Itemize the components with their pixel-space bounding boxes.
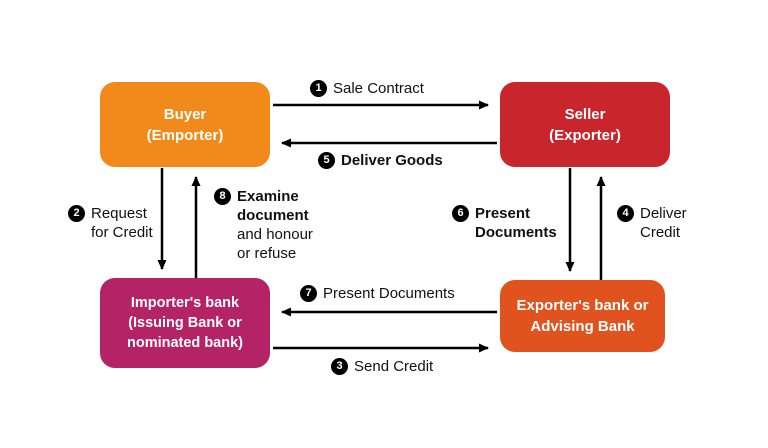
step-8-badge: 8 [214,188,231,205]
request-credit-label: 2 Request for Credit [68,204,153,242]
deliver-credit-label: 4 Deliver Credit [617,204,687,242]
seller-title: Seller [564,105,606,123]
seller-node: Seller (Exporter) [500,82,670,167]
deliver-goods-text: Deliver Goods [341,152,443,169]
buyer-title: Buyer [163,105,207,123]
present-documents-right-label: 6 Present Documents [452,204,557,242]
examine-line1: Examine [237,188,299,205]
step-7-badge: 7 [300,285,317,302]
examine-line4: or refuse [237,245,297,262]
step-3-badge: 3 [331,358,348,375]
importer-bank-node: Importer's bank (Issuing Bank or nominat… [100,278,270,368]
sale-contract-label: 1 Sale Contract [310,79,424,98]
present-docs-right-line1: Present [475,205,531,222]
step-4-badge: 4 [617,205,634,222]
examine-line2: document [237,207,309,224]
request-credit-line2: for Credit [91,224,153,241]
step-6-badge: 6 [452,205,469,222]
send-credit-label: 3 Send Credit [331,357,433,376]
request-credit-line1: Request [91,205,147,222]
importer-bank-line2: (Issuing Bank or [128,315,242,331]
step-5-badge: 5 [318,152,335,169]
importer-bank-line1: Importer's bank [130,295,240,311]
exporter-bank-line2: Advising Bank [530,318,635,335]
present-documents-bottom-label: 7 Present Documents [300,284,455,303]
deliver-credit-line2: Credit [640,224,681,241]
exporter-bank-line1: Exporter's bank or [516,297,649,314]
sale-contract-text: Sale Contract [333,80,424,97]
examine-line3: and honour [237,226,313,243]
seller-subtitle: (Exporter) [549,126,621,144]
deliver-goods-label: 5 Deliver Goods [318,151,443,170]
present-docs-right-line2: Documents [475,224,557,241]
step-2-badge: 2 [68,205,85,222]
deliver-credit-line1: Deliver [640,205,687,222]
step-1-badge: 1 [310,80,327,97]
buyer-node: Buyer (Emporter) [100,82,270,167]
send-credit-text: Send Credit [354,358,434,375]
examine-document-label: 8 Examine document and honour or refuse [214,187,313,263]
importer-bank-line3: nominated bank) [126,335,243,351]
present-docs-bottom-text: Present Documents [323,285,455,302]
buyer-subtitle: (Emporter) [146,126,224,144]
exporter-bank-node: Exporter's bank or Advising Bank [500,280,665,352]
